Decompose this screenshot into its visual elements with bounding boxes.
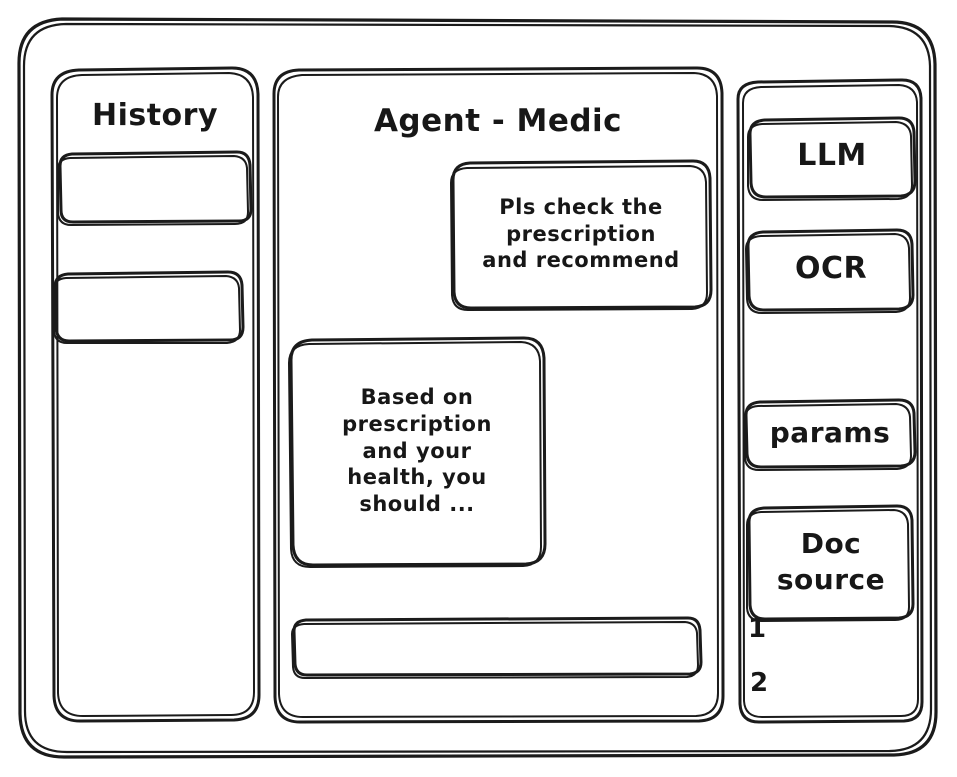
history-item-2[interactable] [54,272,242,338]
tool-card-llm[interactable]: LLM [797,137,867,173]
user-message-line: and recommend [482,248,680,273]
agent-message-line: prescription [342,411,492,436]
doc-source-label-line: source [776,563,886,596]
user-message-line: Pls check the [499,194,663,219]
doc-source-item-1[interactable]: 1 [748,614,767,645]
history-title: History [91,97,219,133]
agent-message-line: health, you [347,465,487,490]
message-input[interactable] [294,618,700,674]
user-message-bubble: Pls check the prescription and recommend [454,162,708,306]
tool-card-doc-source[interactable]: Doc source [748,506,914,618]
doc-source-label-line: Doc [800,527,862,561]
agent-message-line: Based on [360,384,474,409]
user-message-line: prescription [506,221,656,246]
agent-message-line: and your [362,438,472,463]
agent-message-bubble: Based on prescription and your health, y… [290,338,544,564]
tool-card-params[interactable]: params [769,416,891,450]
page-title: Agent - Medic [373,103,623,140]
agent-message-line: should ... [359,492,475,517]
history-item-1[interactable] [58,152,248,220]
doc-source-item-2[interactable]: 2 [750,668,769,699]
tool-card-ocr[interactable]: OCR [794,250,868,286]
